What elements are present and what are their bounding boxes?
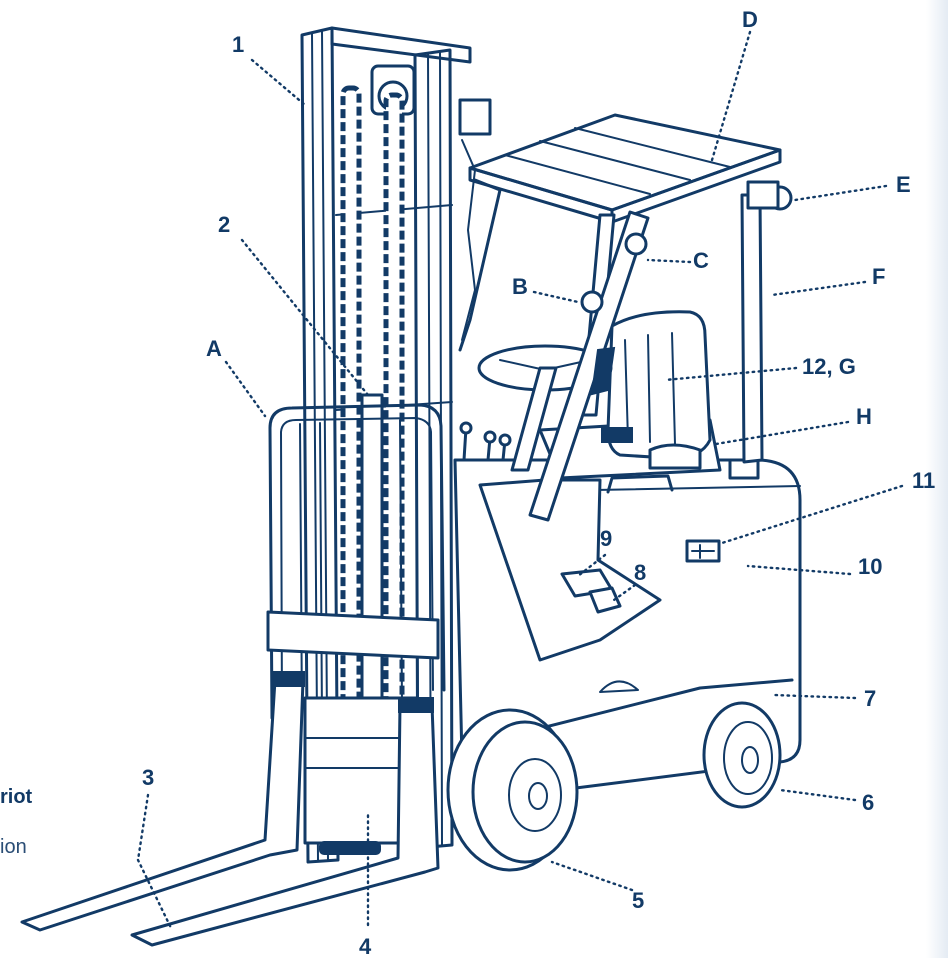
- callout-9: 9: [600, 526, 612, 551]
- cut-off-caption-regular: ion: [0, 836, 27, 858]
- front-wheel: [446, 708, 579, 872]
- callout-6: 6: [862, 790, 874, 815]
- callout-2: 2: [218, 212, 230, 237]
- callout-c: C: [693, 248, 709, 273]
- load-backrest: [266, 403, 446, 720]
- callout-4: 4: [359, 934, 372, 958]
- callout-3: 3: [142, 765, 154, 790]
- callout-1: 1: [232, 32, 244, 57]
- overhead-guard: [458, 113, 793, 522]
- callout-e: E: [896, 172, 911, 197]
- callout-11: 11: [912, 468, 935, 493]
- cut-off-caption-bold: riot: [0, 786, 33, 808]
- carriage-and-forks: [20, 671, 440, 947]
- callout-8: 8: [634, 560, 646, 585]
- callout-10: 10: [858, 554, 882, 579]
- callout-d: D: [742, 7, 758, 32]
- callout-7: 7: [864, 686, 876, 711]
- callout-labels: 1 2 3 4 5 6 7 8 9 10 11 12, G A B C D E …: [142, 7, 935, 958]
- callout-a: A: [206, 336, 222, 361]
- callout-b: B: [512, 274, 528, 299]
- rear-wheel: [702, 701, 782, 809]
- page-edge-shade: [926, 0, 948, 958]
- leader-lines: [136, 30, 904, 932]
- callout-f: F: [872, 264, 885, 289]
- lift-chains: [340, 85, 405, 851]
- callout-5: 5: [632, 888, 644, 913]
- callout-h: H: [856, 404, 872, 429]
- callout-12-g: 12, G: [802, 354, 856, 379]
